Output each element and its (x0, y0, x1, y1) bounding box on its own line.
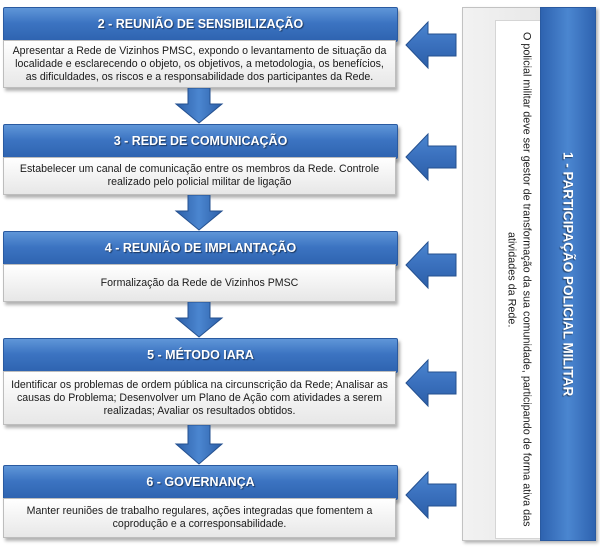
arrow-left-icon (405, 358, 457, 408)
arrow-left-icon (405, 470, 457, 520)
side-description-box: O policial militar deve ser gestor de tr… (495, 20, 542, 539)
step-4-header: 4 - REUNIÃO DE IMPLANTAÇÃO (3, 231, 398, 266)
step-5-header: 5 - MÉTODO IARA (3, 338, 398, 373)
arrow-down-icon (174, 88, 224, 124)
step-2-description: Apresentar a Rede de Vizinhos PMSC, expo… (3, 40, 396, 88)
step-6-description: Manter reuniões de trabalho regulares, a… (3, 498, 396, 538)
step-2-header: 2 - REUNIÃO DE SENSIBILIZAÇÃO (3, 7, 398, 42)
step-6-header: 6 - GOVERNANÇA (3, 465, 398, 500)
step-3-header: 3 - REDE DE COMUNICAÇÃO (3, 124, 398, 159)
side-title-bar: 1 - PARTICIPAÇÃO POLICIAL MILITAR (540, 7, 596, 541)
arrow-left-icon (405, 20, 457, 70)
arrow-down-icon (174, 302, 224, 338)
side-title: 1 - PARTICIPAÇÃO POLICIAL MILITAR (560, 151, 576, 397)
arrow-left-icon (405, 132, 457, 182)
arrow-down-icon (174, 195, 224, 231)
step-4-description: Formalização da Rede de Vizinhos PMSC (3, 264, 396, 302)
step-3-description: Estabelecer um canal de comunicação entr… (3, 157, 396, 195)
step-5-description: Identificar os problemas de ordem públic… (3, 371, 396, 425)
arrow-down-icon (174, 425, 224, 465)
side-description: O policial militar deve ser gestor de tr… (505, 32, 533, 527)
arrow-left-icon (405, 240, 457, 290)
